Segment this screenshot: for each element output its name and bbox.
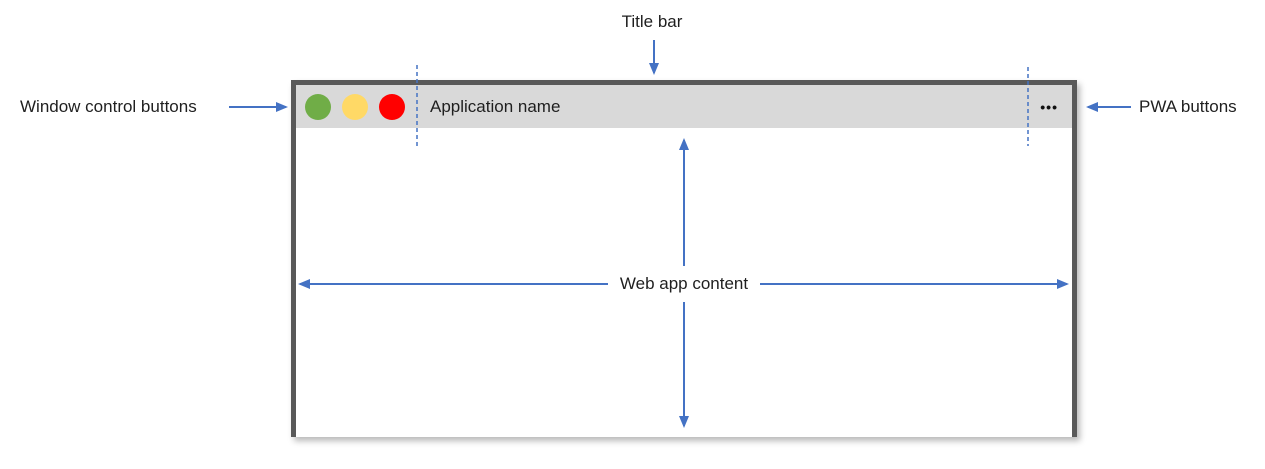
app-window: Application name ••• — [291, 80, 1077, 437]
title-bar-label: Title bar — [621, 12, 683, 31]
window-control-green-icon[interactable] — [305, 93, 331, 120]
application-name: Application name — [430, 96, 561, 116]
window-controls-label: Window control buttons — [20, 97, 197, 116]
pwa-buttons-label: PWA buttons — [1139, 97, 1237, 116]
window-control-yellow-icon[interactable] — [342, 93, 368, 120]
window-control-red-icon[interactable] — [379, 93, 405, 120]
web-app-content-label: Web app content — [619, 274, 749, 293]
title-bar: Application name ••• — [296, 85, 1072, 128]
ellipsis-icon[interactable]: ••• — [1040, 98, 1058, 115]
